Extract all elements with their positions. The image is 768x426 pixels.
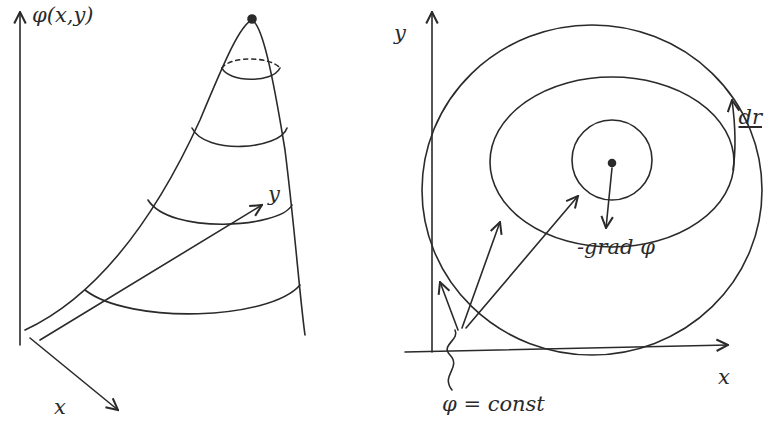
contour-ring <box>85 285 300 314</box>
y-axis <box>40 205 262 340</box>
phi-axis <box>19 12 21 345</box>
contour-ring <box>192 128 287 146</box>
squiggle-leader <box>447 330 456 390</box>
contour-line <box>422 25 762 355</box>
contour-label: φ = const <box>440 393 547 416</box>
axis-label: x <box>52 396 68 419</box>
leader-arrow <box>466 196 578 328</box>
contour-line <box>490 77 734 247</box>
contour-ring <box>222 59 280 68</box>
x-axis <box>405 345 728 352</box>
vector-label: dr <box>737 106 764 129</box>
leader-arrow <box>462 222 500 328</box>
axis-label: φ(x,y) <box>30 4 95 27</box>
dr-arrow <box>732 100 735 170</box>
x-axis <box>30 338 118 410</box>
hill-surface <box>25 20 305 335</box>
leader-arrow <box>440 282 458 330</box>
contour-ring <box>222 68 280 79</box>
summit-dot <box>248 15 256 23</box>
maximum-dot <box>609 160 616 167</box>
axis-label: x <box>716 366 732 389</box>
gradient-arrow <box>606 168 612 228</box>
axis-label: y <box>266 183 282 206</box>
vector-label: -grad φ <box>575 236 657 259</box>
axis-label: y <box>392 22 408 45</box>
y-axis <box>431 12 433 352</box>
contour-line <box>572 120 652 200</box>
